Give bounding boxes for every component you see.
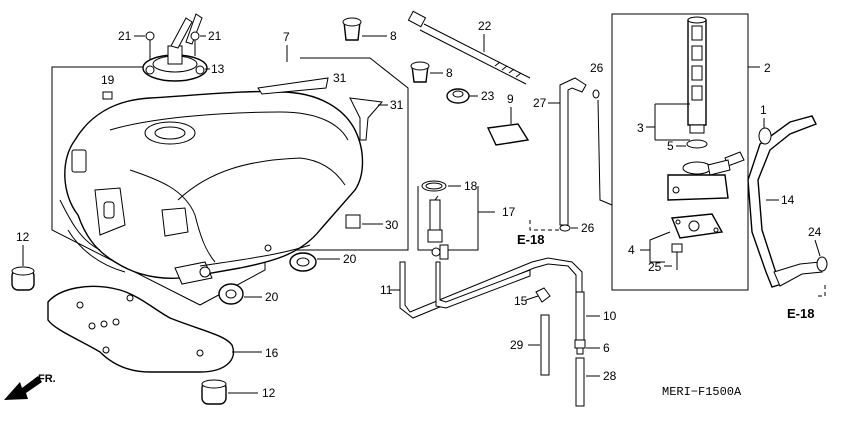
fuel-tube-11[interactable] bbox=[399, 257, 583, 319]
fuel-fill-cap[interactable] bbox=[142, 13, 208, 82]
callout-31-upper: 31 bbox=[333, 71, 347, 85]
callout-24: 24 bbox=[808, 225, 822, 239]
callout-21-right: 21 bbox=[208, 29, 222, 43]
clip-30[interactable] bbox=[345, 214, 361, 229]
callout-10: 10 bbox=[603, 309, 617, 323]
clip-19[interactable] bbox=[102, 91, 113, 100]
callout-3: 3 bbox=[637, 121, 644, 135]
tank-bracket-front bbox=[71, 149, 87, 173]
tank-cushion-front[interactable] bbox=[218, 283, 244, 305]
cap-bolt-left[interactable] bbox=[145, 31, 155, 60]
tube-clip-26-upper[interactable] bbox=[592, 89, 600, 99]
fuel-tank-group bbox=[51, 57, 409, 306]
callout-7: 7 bbox=[283, 30, 290, 44]
callout-25: 25 bbox=[648, 260, 662, 274]
tube-clip-24[interactable] bbox=[816, 256, 828, 272]
heat-guard[interactable] bbox=[47, 285, 235, 373]
fuel-unit-17[interactable] bbox=[427, 195, 449, 260]
hose-clip-15[interactable] bbox=[535, 287, 551, 303]
callout-2: 2 bbox=[764, 61, 771, 75]
collar-23[interactable] bbox=[446, 88, 470, 104]
fuel-tank[interactable] bbox=[64, 90, 364, 280]
stripe-31-upper[interactable] bbox=[257, 77, 329, 95]
tube-clip-26-lower[interactable] bbox=[559, 224, 571, 232]
stripe-31-lower[interactable] bbox=[349, 97, 383, 141]
valve-bolt-25[interactable] bbox=[671, 243, 683, 270]
tube-29[interactable] bbox=[540, 314, 550, 376]
valve-gasket-4[interactable] bbox=[671, 213, 724, 239]
callout-1: 1 bbox=[760, 103, 767, 117]
callout-12-lower: 12 bbox=[262, 386, 276, 400]
callout-19: 19 bbox=[101, 73, 115, 87]
callout-6: 6 bbox=[603, 341, 610, 355]
callout-20-rear: 20 bbox=[343, 252, 357, 266]
reference-e18-left: E-18 bbox=[517, 232, 544, 247]
callout-16: 16 bbox=[265, 346, 279, 360]
callout-14: 14 bbox=[781, 193, 795, 207]
callout-22: 22 bbox=[478, 19, 492, 33]
callout-29: 29 bbox=[510, 338, 524, 352]
callout-28: 28 bbox=[603, 369, 617, 383]
mounting-bolt-22[interactable] bbox=[407, 10, 531, 85]
callout-12-upper: 12 bbox=[16, 230, 30, 244]
callout-31-lower: 31 bbox=[390, 98, 404, 112]
callout-9: 9 bbox=[507, 92, 514, 106]
tank-cushion-rear[interactable] bbox=[289, 252, 317, 272]
callout-8-lower: 8 bbox=[446, 66, 453, 80]
grommet-8-lower[interactable] bbox=[410, 61, 430, 83]
cushion-12-lower[interactable] bbox=[201, 379, 227, 405]
callout-26-lower: 26 bbox=[581, 221, 595, 235]
cushion-12-upper[interactable] bbox=[11, 266, 35, 291]
callout-4: 4 bbox=[628, 243, 635, 257]
callout-23: 23 bbox=[481, 89, 495, 103]
fuel-valve-body[interactable] bbox=[667, 151, 745, 201]
fuel-tube-14[interactable] bbox=[747, 115, 823, 288]
callout-11: 11 bbox=[380, 283, 393, 297]
callout-18: 18 bbox=[464, 179, 478, 193]
rubber-pad-9[interactable] bbox=[486, 123, 530, 146]
callout-15: 15 bbox=[514, 294, 528, 308]
drain-tube-28[interactable] bbox=[575, 357, 585, 407]
callout-21-left: 21 bbox=[118, 29, 132, 43]
callout-5: 5 bbox=[667, 139, 674, 153]
callout-8-upper: 8 bbox=[390, 29, 397, 43]
fuel-tube-27[interactable] bbox=[559, 77, 587, 226]
fuel-strainer-3[interactable] bbox=[687, 16, 707, 134]
callout-30: 30 bbox=[385, 218, 399, 232]
tank-mount-rear bbox=[161, 207, 189, 237]
callout-20-front: 20 bbox=[265, 290, 279, 304]
callout-27: 27 bbox=[533, 96, 547, 110]
front-direction-label: FR. bbox=[38, 373, 56, 385]
breather-tube-10[interactable] bbox=[575, 291, 585, 341]
cap-bolt-right[interactable] bbox=[190, 31, 200, 56]
reference-e18-right: E-18 bbox=[787, 306, 814, 321]
diagram-code: MERI−F1500A bbox=[662, 385, 742, 399]
callout-17: 17 bbox=[502, 205, 516, 219]
o-ring-5[interactable] bbox=[686, 139, 708, 149]
tube-joint-6[interactable] bbox=[574, 339, 586, 355]
front-direction-arrow-icon bbox=[4, 376, 42, 400]
grommet-8-upper[interactable] bbox=[342, 17, 362, 41]
tube-cap-1[interactable] bbox=[758, 127, 772, 145]
callout-26-upper: 26 bbox=[590, 61, 604, 75]
fuel-valve-group bbox=[611, 13, 760, 291]
callout-13: 13 bbox=[211, 62, 225, 76]
fuel-unit-packing-18[interactable] bbox=[421, 180, 447, 192]
